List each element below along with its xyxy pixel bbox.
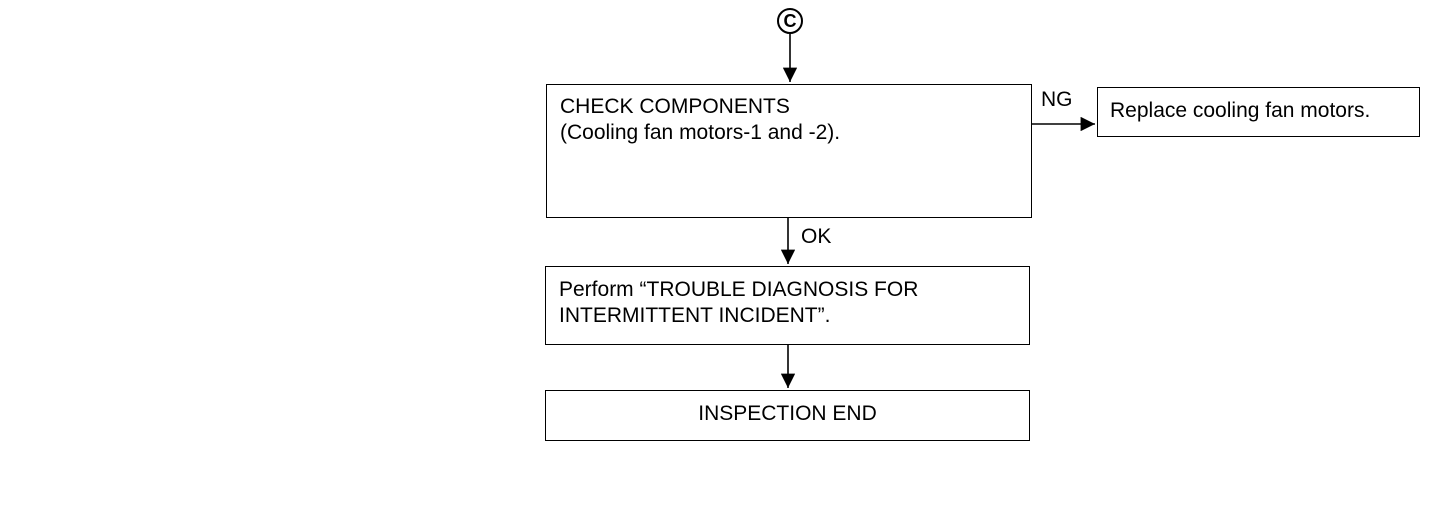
perform-diagnosis-line-1: Perform “TROUBLE DIAGNOSIS FOR — [559, 278, 919, 301]
check-components-detail: (Cooling fan motors-1 and -2). — [560, 121, 841, 144]
perform-diagnosis-line-2: INTERMITTENT INCIDENT”. — [559, 304, 831, 327]
inspection-end-text: INSPECTION END — [698, 402, 877, 425]
check-components-title: CHECK COMPONENTS — [560, 95, 790, 118]
connector-letter: C — [783, 11, 797, 31]
ok-branch-label: OK — [801, 225, 832, 248]
check-components-box: CHECK COMPONENTS (Cooling fan motors-1 a… — [546, 84, 1032, 218]
replace-motors-text: Replace cooling fan motors. — [1110, 99, 1371, 122]
connector-circle — [777, 8, 803, 34]
perform-diagnosis-box: Perform “TROUBLE DIAGNOSIS FOR INTERMITT… — [545, 266, 1030, 345]
ng-branch-label: NG — [1041, 88, 1073, 111]
replace-motors-box: Replace cooling fan motors. — [1097, 87, 1420, 137]
inspection-end-box: INSPECTION END — [545, 390, 1030, 441]
